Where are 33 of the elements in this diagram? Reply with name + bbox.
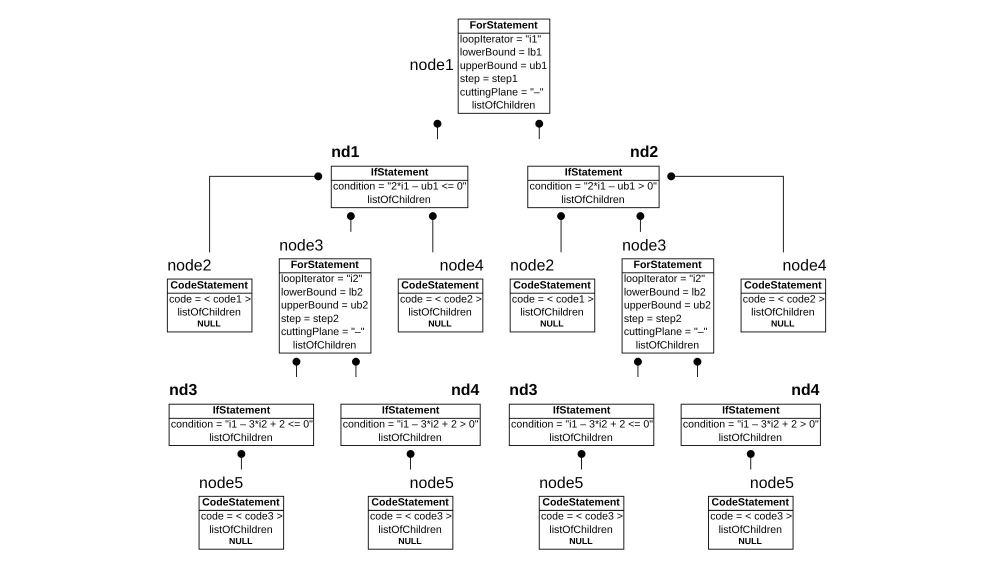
connector: [746, 450, 754, 470]
connector: [666, 172, 784, 253]
node-label: node4: [782, 258, 826, 275]
connector: [692, 358, 701, 378]
connector: [236, 450, 245, 470]
connector: [636, 212, 644, 232]
node-label: nd4: [790, 382, 819, 399]
node-label: node2: [166, 258, 211, 275]
node-label: nd2: [630, 144, 658, 161]
node-label: node5: [409, 474, 454, 492]
node-label: nd4: [450, 382, 479, 399]
node-label: nd1: [330, 144, 359, 161]
connector: [633, 358, 642, 378]
connector: [292, 358, 300, 378]
node-label: node5: [749, 474, 794, 492]
connector: [428, 212, 436, 253]
node-label: node5: [538, 474, 583, 492]
connector: [577, 450, 586, 470]
connector: [208, 172, 322, 253]
connector: [406, 450, 414, 470]
node-label: node3: [622, 237, 666, 254]
node-label: nd3: [168, 382, 197, 399]
node-label: node5: [198, 474, 243, 492]
node-label: node1: [409, 57, 454, 74]
node-label: node2: [510, 258, 554, 275]
connector: [433, 120, 441, 140]
node-label: nd3: [508, 382, 537, 399]
connector: [556, 212, 565, 253]
node-label: node4: [439, 258, 484, 275]
connector: [346, 212, 354, 232]
connector: [534, 120, 543, 140]
connector: [351, 358, 360, 378]
node-label: node3: [278, 237, 323, 254]
